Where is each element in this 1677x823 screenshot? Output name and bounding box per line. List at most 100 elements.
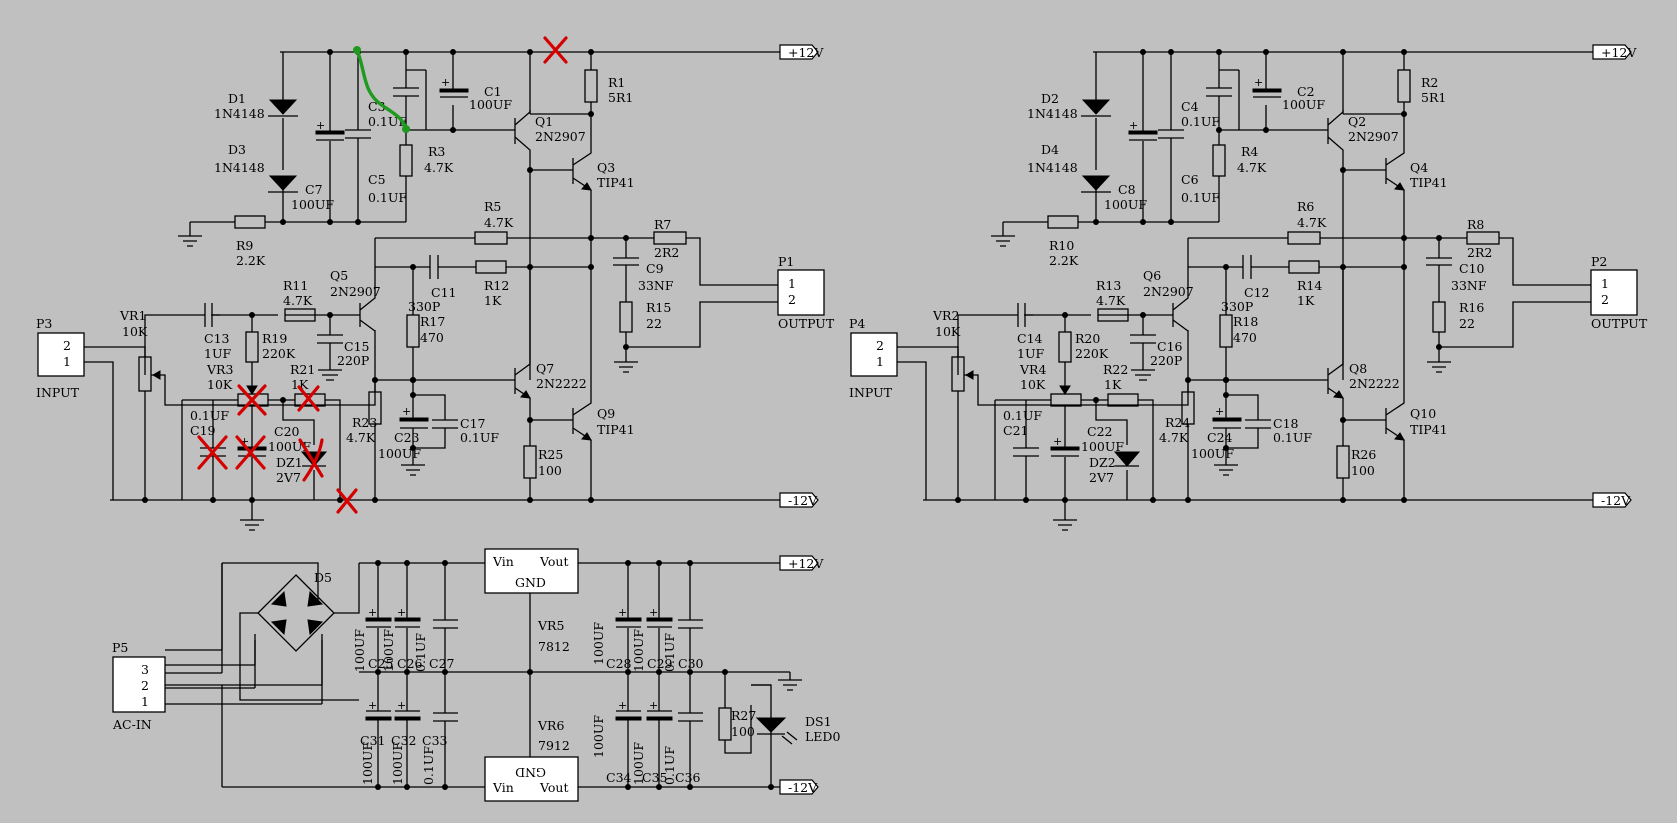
r3-ref: R3	[428, 144, 445, 159]
c28-ref: C28	[606, 656, 632, 671]
c6-ref: C6	[1181, 172, 1199, 187]
svg-text:+: +	[397, 699, 406, 712]
r11-ref: R11	[283, 278, 308, 293]
c29-val: 100UF	[631, 629, 646, 672]
d4-val: 1N4148	[1027, 160, 1078, 175]
c36-val: 0.1UF	[662, 746, 677, 785]
c36-ref: C36	[675, 770, 701, 785]
r4-val: 4.7K	[1237, 160, 1267, 175]
vr6-ref: VR6	[537, 718, 564, 733]
c34-val: 100UF	[591, 715, 606, 758]
red-cross-c20	[235, 435, 266, 470]
vr3-val: 10K	[207, 377, 233, 392]
p4-ref: P4	[849, 316, 865, 331]
c9-ref: C9	[646, 261, 664, 276]
r19-ref: R19	[262, 331, 287, 346]
p5-pin2: 2	[141, 678, 149, 693]
r18-ref: R18	[1233, 314, 1258, 329]
r8-val: 2R2	[1467, 245, 1492, 260]
c5-val: 0.1UF	[368, 190, 407, 205]
r5-val: 4.7K	[484, 215, 514, 230]
p2-label: OUTPUT	[1591, 316, 1648, 331]
left-labels: +12V -12V D1 1N4148 D3 1N4148 C7 100UF C…	[36, 45, 835, 508]
c25-val: 100UF	[352, 629, 367, 672]
c1-val: 100UF	[469, 97, 512, 112]
red-cross-neg-rail	[336, 488, 358, 514]
rail-neg-label: -12V	[1601, 493, 1631, 508]
vr5-val: 7812	[538, 639, 570, 654]
d3-val: 1N4148	[214, 160, 265, 175]
q9-ref: Q9	[597, 406, 615, 421]
p4-pin2: 2	[876, 338, 884, 353]
p2-pin2: 2	[1601, 292, 1609, 307]
r22-ref: R22	[1103, 362, 1128, 377]
c11-val: 330P	[408, 299, 440, 314]
vr5-vout: Vout	[539, 554, 568, 569]
r7-ref: R7	[654, 217, 671, 232]
rail-pos-label: +12V	[1601, 45, 1637, 60]
c22-ref: C22	[1087, 424, 1112, 439]
r19-val: 220K	[262, 346, 296, 361]
d2-val: 1N4148	[1027, 106, 1078, 121]
q3-ref: Q3	[597, 160, 615, 175]
amplifier-right: +12V -12V D2 1N4148 D4 1N4148 C8 100UF C…	[849, 44, 1648, 531]
vr5-regulator	[484, 548, 579, 594]
r4-ref: R4	[1241, 144, 1258, 159]
c24-ref: C24	[1207, 430, 1233, 445]
r25-val: 100	[538, 463, 562, 478]
c26-val: 100UF	[381, 629, 396, 672]
svg-text:+: +	[649, 606, 658, 619]
r11-val: 4.7K	[283, 293, 313, 308]
svg-text:+: +	[368, 606, 377, 619]
p5-pin1: 1	[141, 694, 149, 709]
d1-ref: D1	[228, 91, 246, 106]
r22-val: 1K	[1104, 377, 1122, 392]
c18-val: 0.1UF	[1273, 430, 1312, 445]
c17-ref: C17	[460, 416, 486, 431]
p3-pin2: 2	[63, 338, 71, 353]
r25-ref: R25	[538, 447, 563, 462]
c16-val: 220P	[1150, 353, 1182, 368]
c28-val: 100UF	[591, 622, 606, 665]
r1-ref: R1	[608, 75, 625, 90]
vr4-val: 10K	[1020, 377, 1046, 392]
right-labels: +12V -12V D2 1N4148 D4 1N4148 C8 100UF C…	[849, 45, 1648, 508]
c4-ref: C4	[1181, 99, 1199, 114]
q8-ref: Q8	[1349, 361, 1367, 376]
q10-ref: Q10	[1410, 406, 1436, 421]
c35-val: 100UF	[631, 742, 646, 785]
red-cross-vr3	[237, 384, 267, 416]
dz2-ref: DZ2	[1089, 455, 1116, 470]
r14-ref: R14	[1297, 278, 1322, 293]
r5-ref: R5	[484, 199, 501, 214]
r21-val: 1K	[291, 377, 309, 392]
c33-val: 0.1UF	[421, 746, 436, 785]
p1-ref: P1	[778, 254, 794, 269]
q1-val: 2N2907	[535, 129, 586, 144]
c30-ref: C30	[678, 656, 704, 671]
p3-pin1: 1	[63, 354, 71, 369]
p4-pin1: 1	[876, 354, 884, 369]
r20-ref: R20	[1075, 331, 1100, 346]
c29-ref: C29	[647, 656, 673, 671]
r1-val: 5R1	[608, 90, 633, 105]
r17-val: 470	[420, 330, 444, 345]
q2-ref: Q2	[1348, 114, 1366, 129]
c14-val: 1UF	[1017, 346, 1044, 361]
vr6-val: 7912	[538, 738, 570, 753]
p4-label: INPUT	[849, 385, 893, 400]
dz1-val: 2V7	[276, 470, 301, 485]
r24-val: 4.7K	[1159, 430, 1189, 445]
red-cross-c19	[197, 435, 228, 470]
vr6-regulator	[484, 756, 579, 802]
c15-val: 220P	[337, 353, 369, 368]
p3-ref: P3	[36, 316, 52, 331]
c15-ref: C15	[344, 339, 369, 354]
q10-val: TIP41	[1410, 422, 1448, 437]
q5-val: 2N2907	[330, 284, 381, 299]
r6-ref: R6	[1297, 199, 1314, 214]
c1-ref: C1	[484, 84, 502, 99]
q4-ref: Q4	[1410, 160, 1428, 175]
r9-val: 2.2K	[236, 253, 266, 268]
vr5-gnd: GND	[515, 575, 546, 590]
